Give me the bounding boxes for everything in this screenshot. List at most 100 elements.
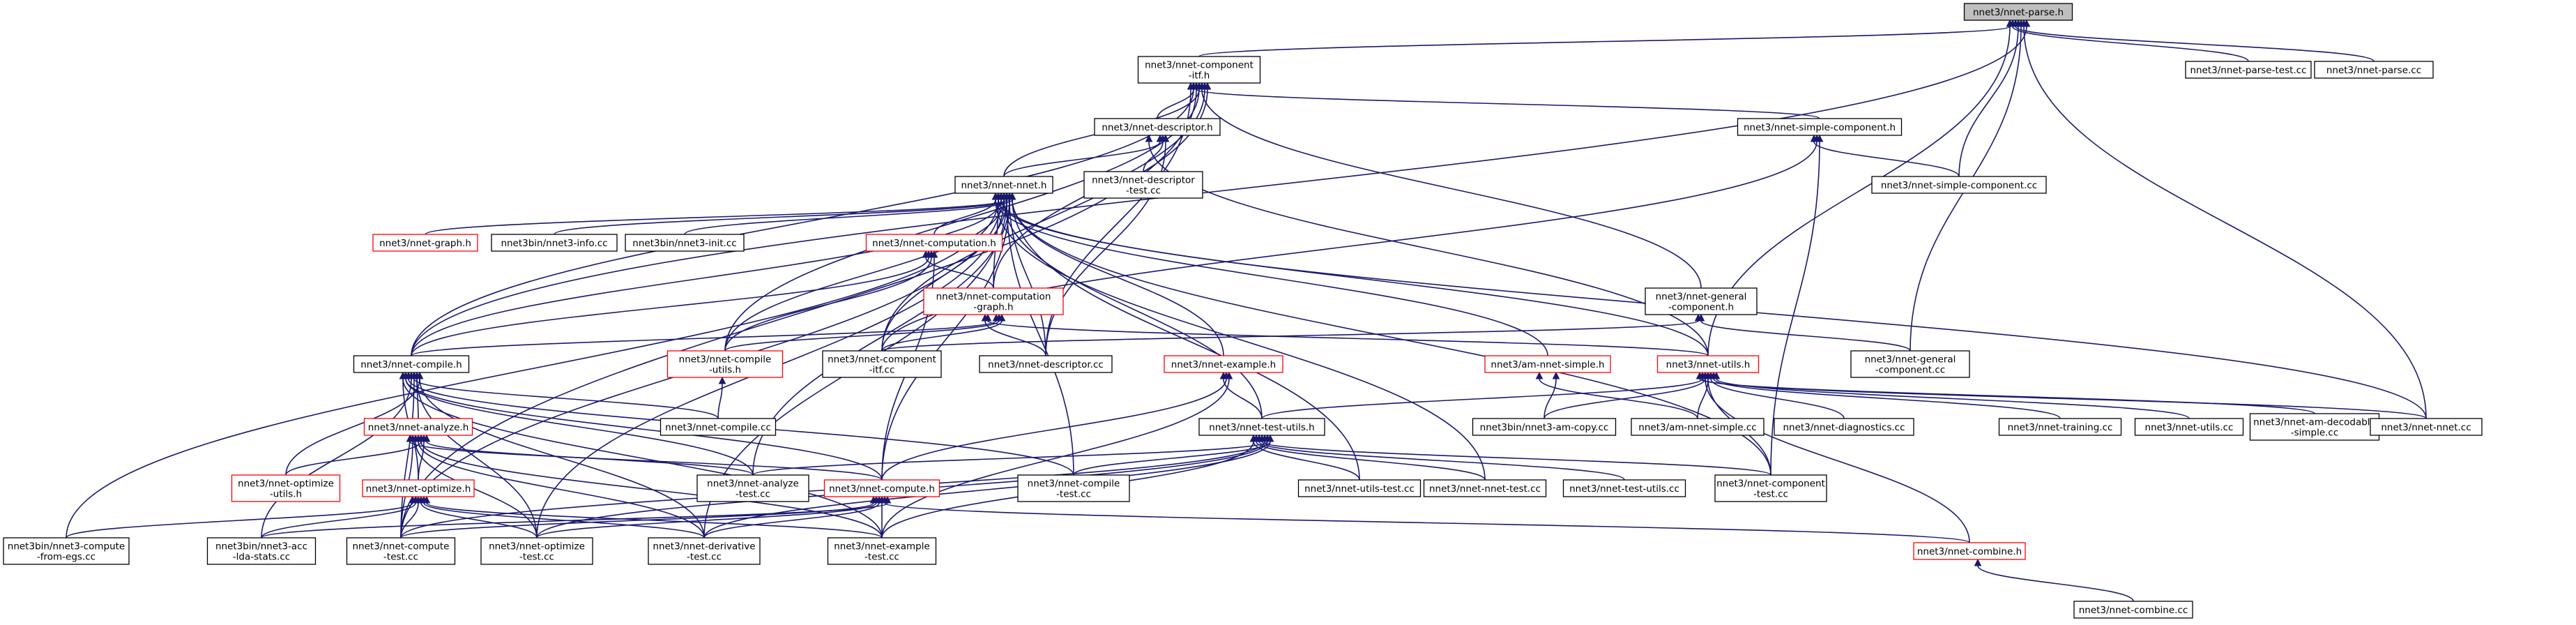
node-nnet-simple-component-h[interactable]: nnet3/nnet-simple-component.h [1737,118,1903,136]
dependency-edge [881,378,1227,481]
dependency-edge [995,199,1548,356]
dependency-edge [724,257,932,352]
node-nnet-optimize-h[interactable]: nnet3/nnet-optimize.h [362,479,475,497]
node-nnet3-am-copy-cc[interactable]: nnet3bin/nnet3-am-copy.cc [1472,418,1617,436]
dependency-edge [1713,378,2061,419]
node-nnet3-compute-from-egs-cc[interactable]: nnet3bin/nnet3-compute-from-egs.cc [3,537,130,565]
dependency-edge [400,502,419,539]
node-nnet-combine-cc[interactable]: nnet3/nnet-combine.cc [2073,601,2193,619]
dependency-edge [415,441,538,539]
dependency-edge [998,199,1709,356]
node-nnet-analyze-test-cc[interactable]: nnet3/nnet-analyze-test.cc [696,474,809,502]
node-label: nnet3/nnet-descriptor.cc [988,359,1104,370]
dependency-edge [411,89,1194,356]
edge-arrowhead [1249,434,1258,442]
node-nnet-utils-cc[interactable]: nnet3/nnet-utils.cc [2134,418,2244,436]
node-nnet-example-test-cc[interactable]: nnet3/nnet-example-test.cc [827,537,937,565]
node-nnet-utils-test-cc[interactable]: nnet3/nnet-utils-test.cc [1297,479,1422,497]
edge-arrowhead [416,371,424,379]
node-nnet-diagnostics-cc[interactable]: nnet3/nnet-diagnostics.cc [1774,418,1914,436]
dependency-edge [1544,378,1706,419]
node-nnet-example-h[interactable]: nnet3/nnet-example.h [1164,355,1283,373]
node-nnet-parse-cc[interactable]: nnet3/nnet-parse.cc [2314,61,2434,79]
edge-arrowhead [422,495,431,504]
node-am-nnet-simple-h[interactable]: nnet3/am-nnet-simple.h [1484,355,1611,373]
node-label: nnet3/nnet-compute.h [829,483,935,495]
node-nnet-component-test-cc[interactable]: nnet3/nnet-component-test.cc [1714,474,1827,502]
node-nnet-nnet-test-cc[interactable]: nnet3/nnet-nnet-test.cc [1423,479,1547,497]
node-label: nnet3/nnet-nnet-test.cc [1429,483,1541,495]
dependency-edge [717,383,723,419]
node-nnet-compute-h[interactable]: nnet3/nnet-compute.h [823,479,940,497]
dependency-edge [881,141,1817,352]
edge-arrowhead [402,371,410,379]
node-nnet-component-itf-h[interactable]: nnet3/nnet-component-itf.h [1137,56,1261,84]
edge-arrowhead [1008,192,1016,200]
edge-arrowhead [1266,434,1274,442]
node-nnet-descriptor-test-cc[interactable]: nnet3/nnet-descriptor-test.cc [1083,171,1203,199]
edge-arrowhead [1195,82,1203,90]
node-nnet3-info-cc[interactable]: nnet3bin/nnet3-info.cc [491,234,618,252]
dependency-edge [881,378,1230,539]
node-nnet-combine-h[interactable]: nnet3/nnet-combine.h [1913,542,2026,560]
dependency-edge [400,378,415,539]
dependency-edge [402,378,883,539]
node-nnet-test-utils-cc[interactable]: nnet3/nnet-test-utils.cc [1562,479,1686,497]
edge-arrowhead [1974,558,1982,566]
dependency-edge [1006,199,1074,476]
node-label: nnet3/nnet-compile.h [360,359,462,370]
node-nnet-graph-h[interactable]: nnet3/nnet-graph.h [372,234,478,252]
node-nnet-test-utils-h[interactable]: nnet3/nnet-test-utils.h [1198,418,1325,436]
edge-arrowhead [422,434,431,442]
node-nnet-utils-h[interactable]: nnet3/nnet-utils.h [1656,355,1760,373]
dependency-edge [554,199,1010,235]
edge-arrowhead [930,250,938,258]
node-nnet-nnet-h[interactable]: nnet3/nnet-nnet.h [954,176,1053,194]
node-am-nnet-simple-cc[interactable]: nnet3/am-nnet-simple.cc [1631,418,1765,436]
node-label: nnet3/nnet-test-utils.h [1209,422,1314,433]
node-nnet-derivative-test-cc[interactable]: nnet3/nnet-derivative-test.cc [648,537,761,565]
edge-arrowhead [1535,371,1544,379]
dependency-edge [1544,378,1557,419]
node-nnet-component-itf-cc[interactable]: nnet3/nnet-component-itf.cc [822,350,942,378]
node-label: nnet3/nnet-component-itf.h [1145,60,1253,82]
dependency-edge [684,199,1013,235]
node-nnet-general-component-h[interactable]: nnet3/nnet-general-component.h [1645,287,1758,315]
node-nnet-descriptor-h[interactable]: nnet3/nnet-descriptor.h [1094,118,1221,136]
node-nnet-am-decodable-simple-cc[interactable]: nnet3/nnet-am-decodable-simple.cc [2249,413,2380,441]
dependency-edge [1198,26,2011,57]
node-nnet-compile-test-cc[interactable]: nnet3/nnet-compile-test.cc [1017,474,1130,502]
node-label: nnet3/nnet-optimize.h [366,483,471,495]
dependency-edge [881,320,1003,352]
node-label: nnet3/nnet-combine.cc [2079,605,2188,616]
dependency-edge [1716,378,2190,419]
node-nnet-parse-test-cc[interactable]: nnet3/nnet-parse-test.cc [2185,61,2312,79]
node-nnet-compute-test-cc[interactable]: nnet3/nnet-compute-test.cc [346,537,456,565]
node-nnet-training-cc[interactable]: nnet3/nnet-training.cc [1998,418,2122,436]
node-nnet3-init-cc[interactable]: nnet3bin/nnet3-init.cc [625,234,745,252]
node-nnet-simple-component-cc[interactable]: nnet3/nnet-simple-component.cc [1871,176,2047,194]
node-nnet-optimize-utils-h[interactable]: nnet3/nnet-optimize-utils.h [231,474,341,502]
dependency-edge [1157,89,1194,119]
dependency-edge [66,502,413,539]
node-nnet-analyze-h[interactable]: nnet3/nnet-analyze.h [363,418,473,436]
node-nnet-nnet-cc[interactable]: nnet3/nnet-nnet.cc [2370,418,2483,436]
dependency-edge [703,502,880,539]
node-label: nnet3/nnet-training.cc [2008,422,2113,433]
node-nnet-optimize-test-cc[interactable]: nnet3/nnet-optimize-test.cc [480,537,593,565]
node-nnet-general-component-cc[interactable]: nnet3/nnet-general-component.cc [1850,350,1970,378]
edge-arrowhead [1815,134,1824,142]
node-nnet-descriptor-cc[interactable]: nnet3/nnet-descriptor.cc [979,355,1113,373]
node-nnet3-acc-lda-stats-cc[interactable]: nnet3bin/nnet3-acc-lda-stats.cc [206,537,317,565]
node-nnet-compile-utils-h[interactable]: nnet3/nnet-compile-utils.h [666,350,784,378]
node-nnet-computation-h[interactable]: nnet3/nnet-computation.h [865,234,1003,252]
node-nnet-compile-h[interactable]: nnet3/nnet-compile.h [353,355,470,373]
node-nnet-compile-cc[interactable]: nnet3/nnet-compile.cc [660,418,777,436]
dependency-edge [285,378,420,476]
dependency-edge [1196,89,1820,119]
dependency-edge [261,502,888,539]
node-label: nnet3/am-nnet-simple.cc [1638,422,1756,433]
node-nnet-parse-h[interactable]: nnet3/nnet-parse.h [1963,3,2073,21]
node-nnet-computation-graph-h[interactable]: nnet3/nnet-computation-graph.h [923,287,1064,315]
